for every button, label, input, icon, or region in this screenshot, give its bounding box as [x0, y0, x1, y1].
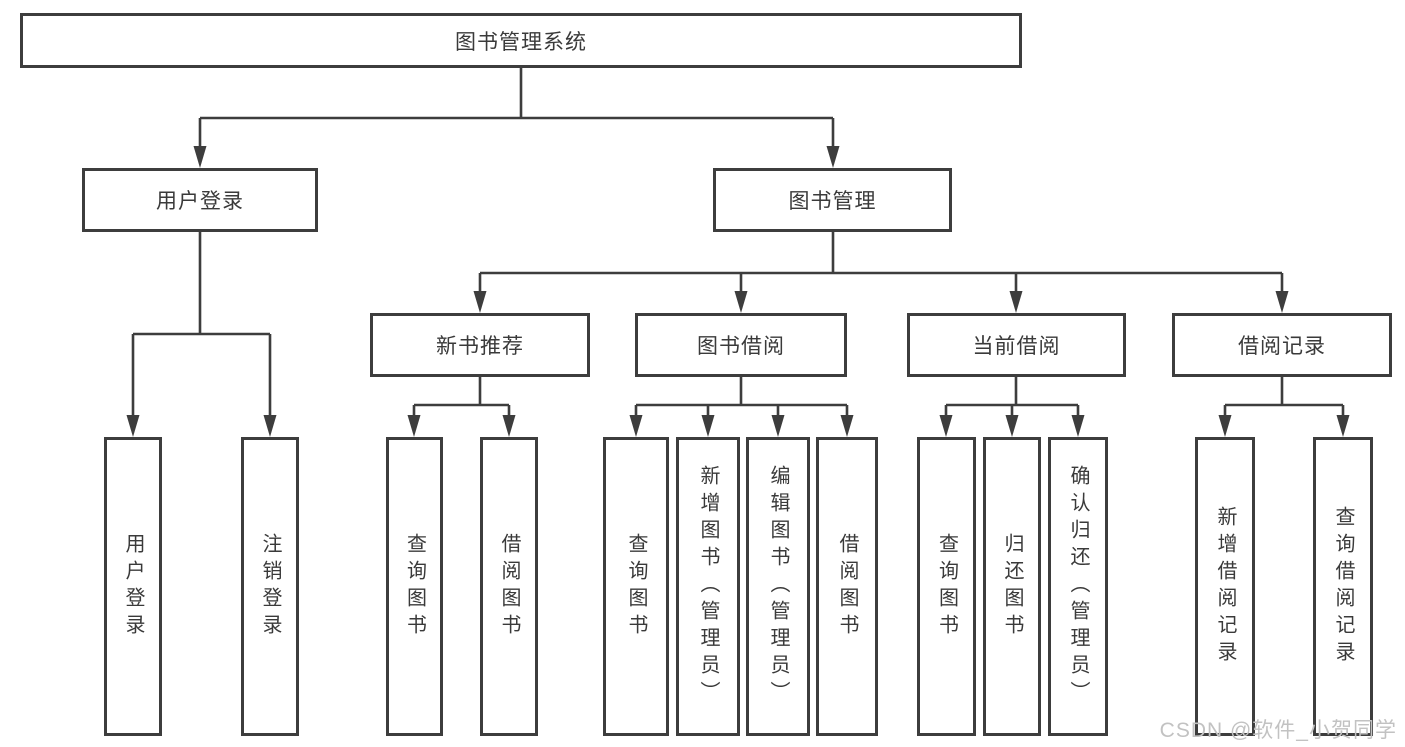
leaf-logout: 注销登录 — [241, 437, 299, 736]
leaf-borrow-books: 借阅图书 — [816, 437, 878, 736]
connector-book-management — [478, 232, 1284, 293]
leaf-label: 查询图书 — [625, 532, 647, 641]
node-current-borrow: 当前借阅 — [907, 313, 1126, 377]
arrowhead-down-icon — [263, 415, 277, 437]
arrowhead-down-icon — [771, 415, 785, 437]
arrowhead-down-icon — [734, 291, 748, 313]
leaf-label: 注销登录 — [259, 532, 281, 641]
csdn-watermark: CSDN @软件_小贺同学 — [1159, 719, 1397, 742]
leaf-label: 查询借阅记录 — [1332, 505, 1354, 668]
arrowhead-down-icon — [826, 146, 840, 168]
arrowhead-down-icon — [126, 415, 140, 437]
arrowheads — [126, 146, 1350, 437]
arrowhead-down-icon — [701, 415, 715, 437]
arrowhead-down-icon — [629, 415, 643, 437]
leaf-label: 编辑图书（管理员） — [767, 465, 789, 708]
leaf-label: 新增借阅记录 — [1214, 505, 1236, 668]
arrowhead-down-icon — [407, 415, 421, 437]
leaf-label: 新增图书（管理员） — [697, 465, 719, 708]
leaf-label: 借阅图书 — [498, 532, 520, 641]
connector-current-borrow — [944, 377, 1080, 417]
arrowhead-down-icon — [1005, 415, 1019, 437]
arrowhead-down-icon — [473, 291, 487, 313]
node-book-management: 图书管理 — [713, 168, 952, 232]
connector-book-borrow — [634, 377, 849, 417]
leaf-query-borrow-record: 查询借阅记录 — [1313, 437, 1373, 736]
leaf-label: 归还图书 — [1001, 532, 1023, 641]
arrowhead-down-icon — [502, 415, 516, 437]
connector-new-book-recommend — [412, 377, 511, 417]
node-book-borrow: 图书借阅 — [635, 313, 847, 377]
arrowhead-down-icon — [1336, 415, 1350, 437]
arrowhead-down-icon — [1009, 291, 1023, 313]
leaf-edit-book-admin: 编辑图书（管理员） — [746, 437, 810, 736]
node-new-book-recommend: 新书推荐 — [370, 313, 590, 377]
node-user-login: 用户登录 — [82, 168, 318, 232]
connector-root — [198, 68, 835, 148]
leaf-label: 用户登录 — [122, 532, 144, 641]
arrowhead-down-icon — [193, 146, 207, 168]
leaf-label: 查询图书 — [935, 532, 958, 641]
arrowhead-down-icon — [1275, 291, 1289, 313]
leaf-return-book: 归还图书 — [983, 437, 1041, 736]
connector-user-login — [131, 232, 272, 417]
node-root: 图书管理系统 — [20, 13, 1022, 68]
leaf-label: 查询图书 — [403, 532, 426, 641]
leaf-confirm-return-admin: 确认归还（管理员） — [1048, 437, 1108, 736]
arrowhead-down-icon — [1071, 415, 1085, 437]
leaf-query-books-borrow: 查询图书 — [603, 437, 669, 736]
leaf-add-borrow-record: 新增借阅记录 — [1195, 437, 1255, 736]
leaf-add-book-admin: 新增图书（管理员） — [676, 437, 740, 736]
arrowhead-down-icon — [939, 415, 953, 437]
arrowhead-down-icon — [840, 415, 854, 437]
leaf-query-books-current: 查询图书 — [917, 437, 976, 736]
node-borrow-records: 借阅记录 — [1172, 313, 1392, 377]
arrowhead-down-icon — [1218, 415, 1232, 437]
leaf-borrow-books-recommend: 借阅图书 — [480, 437, 538, 736]
leaf-label: 借阅图书 — [836, 532, 858, 641]
leaf-query-books-recommend: 查询图书 — [386, 437, 443, 736]
leaf-user-login: 用户登录 — [104, 437, 162, 736]
connector-borrow-records — [1223, 377, 1345, 417]
leaf-label: 确认归还（管理员） — [1067, 465, 1089, 708]
